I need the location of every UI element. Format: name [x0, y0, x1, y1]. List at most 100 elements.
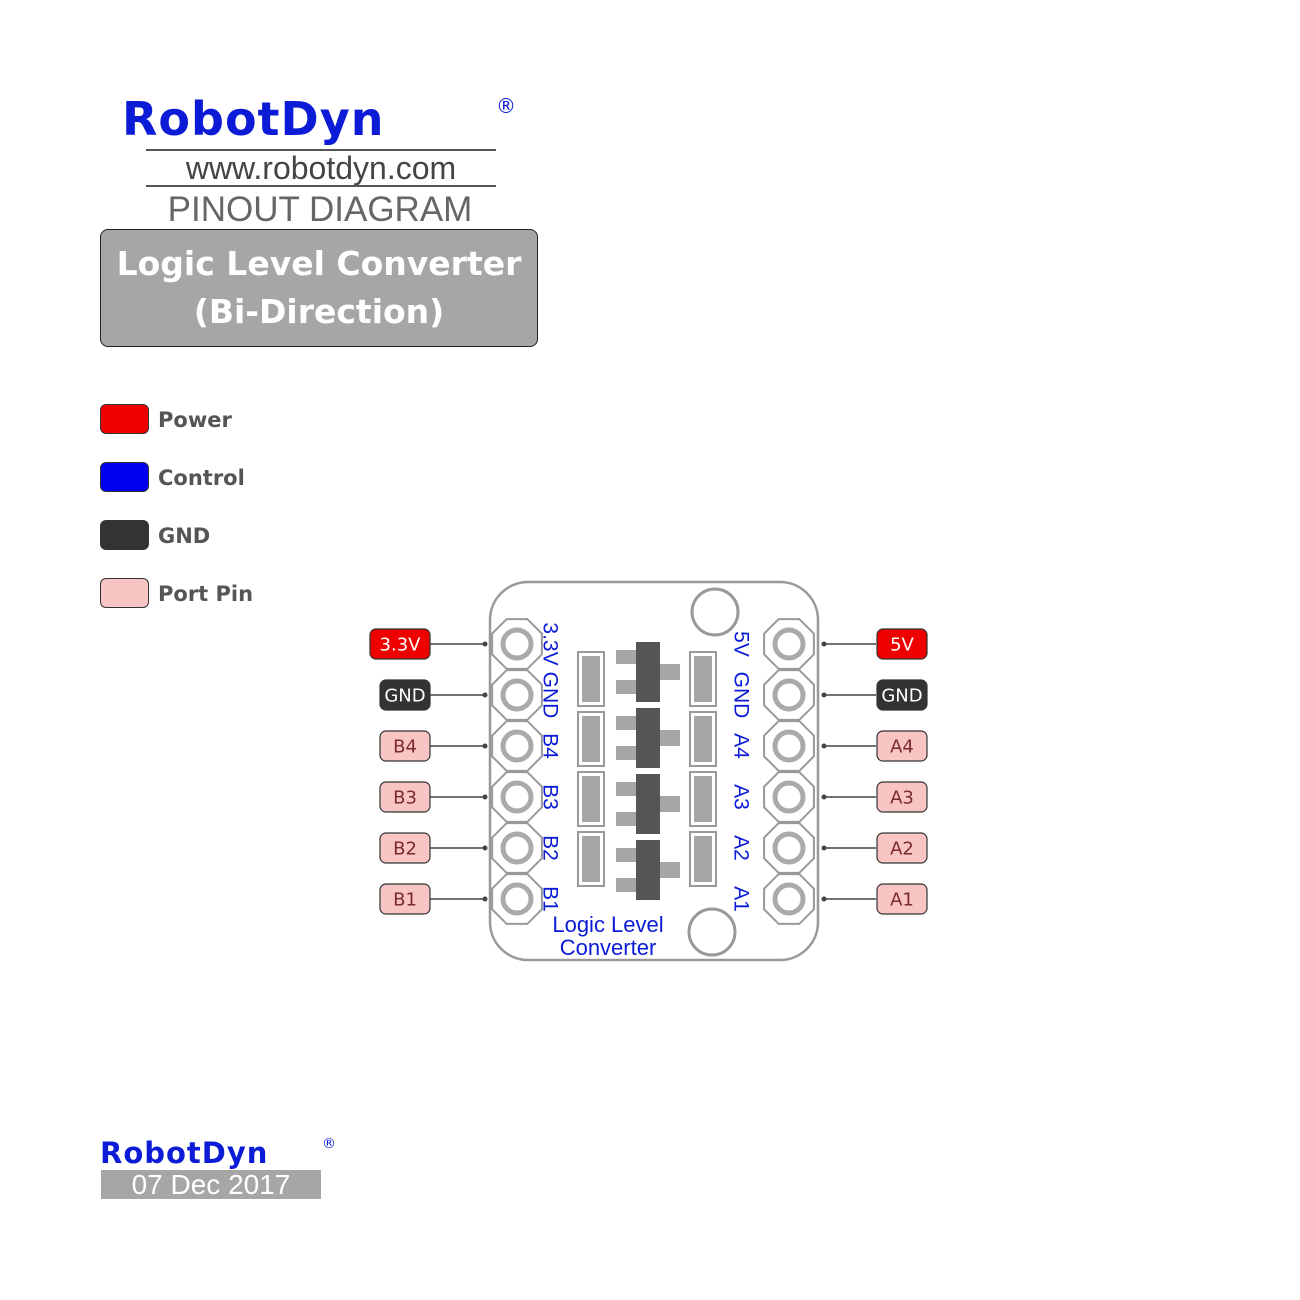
resistor-right-body — [694, 836, 712, 882]
pin-pad-hole — [500, 780, 534, 814]
pin-pad-hole — [500, 627, 534, 661]
transistor-lead — [616, 716, 638, 730]
transistor-lead — [616, 650, 638, 664]
pin-lead-dot — [482, 794, 488, 800]
pin-pad-hole — [772, 831, 806, 865]
pin-lead-dot — [821, 743, 827, 749]
pin-badge-port — [876, 883, 928, 915]
resistor-left-body — [582, 656, 600, 702]
board-pin-label: 3.3V — [539, 622, 562, 665]
pin-badge-label: B1 — [393, 890, 417, 911]
divider-top — [146, 149, 496, 151]
footer-date: 07 Dec 2017 — [101, 1170, 321, 1200]
pin-pad-hole — [500, 729, 534, 763]
pin-pad-hole — [500, 678, 534, 712]
website-url: www.robotdyn.com — [185, 150, 457, 186]
pin-pad-hole — [500, 831, 534, 865]
transistor-body — [636, 642, 660, 702]
transistor-body — [636, 840, 660, 900]
board-pin-label: B1 — [539, 886, 562, 912]
transistor-lead — [616, 782, 638, 796]
board-pin-label: B3 — [539, 784, 562, 810]
divider-bottom — [146, 185, 496, 187]
pin-badge-label: B3 — [393, 788, 417, 809]
board-outline — [488, 580, 820, 962]
pin-pad-hole — [500, 882, 534, 916]
board-pin-label: A4 — [730, 733, 753, 759]
pin-lead-dot — [482, 896, 488, 902]
transistor-lead — [616, 746, 638, 760]
page-subtitle: PINOUT DIAGRAM — [167, 190, 473, 229]
mounting-hole-top — [690, 587, 740, 637]
mounting-hole-bottom — [687, 907, 737, 957]
pin-badge-power — [876, 628, 928, 660]
board-caption-line-1: Logic Level — [552, 912, 663, 937]
transistor-lead — [616, 812, 638, 826]
legend-swatch-control — [100, 462, 149, 492]
pin-badge-label: 3.3V — [380, 635, 422, 656]
board-pin-label: 5V — [730, 631, 753, 657]
resistor-left-body — [582, 716, 600, 762]
resistor-left-body — [582, 836, 600, 882]
pin-badge-label: GND — [384, 686, 425, 707]
pin-badge-label: A3 — [890, 788, 914, 809]
pin-badge-label: B4 — [393, 737, 417, 758]
board-pin-label: GND — [539, 672, 562, 719]
pin-pad-hole — [772, 678, 806, 712]
resistor-right-body — [694, 716, 712, 762]
pin-badge-gnd — [876, 679, 928, 711]
brand-name: RobotDyn — [122, 92, 385, 146]
legend-label: Port Pin — [158, 582, 254, 606]
board-pin-label: B4 — [539, 733, 562, 759]
title-box: Logic Level Converter (Bi-Direction) — [100, 229, 538, 347]
brand-logo: RobotDyn ® — [122, 92, 516, 146]
pin-badge-port — [379, 730, 431, 762]
transistor-body — [636, 708, 660, 768]
legend-label: Power — [158, 408, 232, 432]
transistor-lead — [616, 680, 638, 694]
footer-registered-mark: ® — [322, 1136, 336, 1152]
legend-label: GND — [158, 524, 211, 548]
pin-lead-dot — [821, 845, 827, 851]
pin-pad-hole — [772, 729, 806, 763]
resistor-right-body — [694, 776, 712, 822]
pin-badge-gnd — [379, 679, 431, 711]
pin-badge-power — [369, 628, 431, 660]
pin-pad-hole — [772, 627, 806, 661]
board-caption-line-2: Converter — [560, 935, 657, 960]
board-pin-label: A3 — [730, 784, 753, 810]
pin-badge-port — [876, 832, 928, 864]
pin-lead-dot — [821, 794, 827, 800]
board-pin-label: GND — [730, 672, 753, 719]
pin-badge-label: B2 — [393, 839, 417, 860]
legend-swatch-gnd — [100, 520, 149, 550]
pin-badge-port — [876, 781, 928, 813]
transistor-lead — [616, 878, 638, 892]
pin-badge-label: A1 — [890, 890, 914, 911]
resistor-right-body — [694, 656, 712, 702]
legend-swatch-power — [100, 404, 149, 434]
pin-badge-label: A2 — [890, 839, 914, 860]
pin-pad-hole — [772, 882, 806, 916]
legend-label: Control — [158, 466, 245, 490]
transistor-lead — [660, 862, 680, 878]
pin-pad-hole — [772, 780, 806, 814]
title-line-2: (Bi-Direction) — [193, 292, 445, 331]
board-pin-label: A2 — [730, 835, 753, 861]
pin-lead-dot — [482, 692, 488, 698]
pin-lead-dot — [821, 896, 827, 902]
pin-lead-dot — [821, 692, 827, 698]
transistor-lead — [660, 730, 680, 746]
pin-badge-port — [379, 832, 431, 864]
registered-mark: ® — [496, 94, 516, 118]
board-pin-label: B2 — [539, 835, 562, 861]
pin-lead-dot — [482, 743, 488, 749]
legend-swatch-port-pin — [100, 578, 149, 608]
footer-brand: RobotDyn — [100, 1136, 269, 1170]
pin-badge-port — [876, 730, 928, 762]
